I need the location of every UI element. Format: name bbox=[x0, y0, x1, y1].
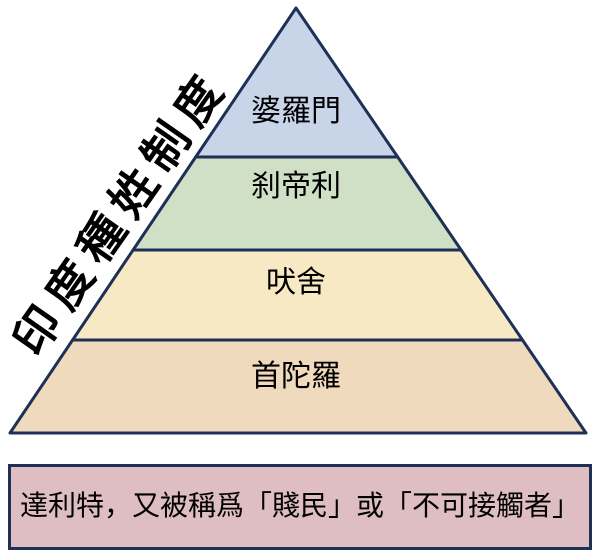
pyramid-tier-4-shape bbox=[8, 338, 588, 435]
tier-1-label-brahmin: 婆羅門 bbox=[251, 95, 341, 128]
dalit-footnote-text: 達利特，又被稱爲「賤民」或「不可接觸者」 bbox=[19, 491, 580, 522]
tier-3-label-vaishya: 吠舍 bbox=[266, 266, 326, 299]
dalit-footnote-box: 達利特，又被稱爲「賤民」或「不可接觸者」 bbox=[8, 464, 592, 550]
tier-4-label-shudra: 首陀羅 bbox=[251, 360, 341, 393]
tier-2-label-kshatriya: 刹帝利 bbox=[251, 170, 341, 203]
